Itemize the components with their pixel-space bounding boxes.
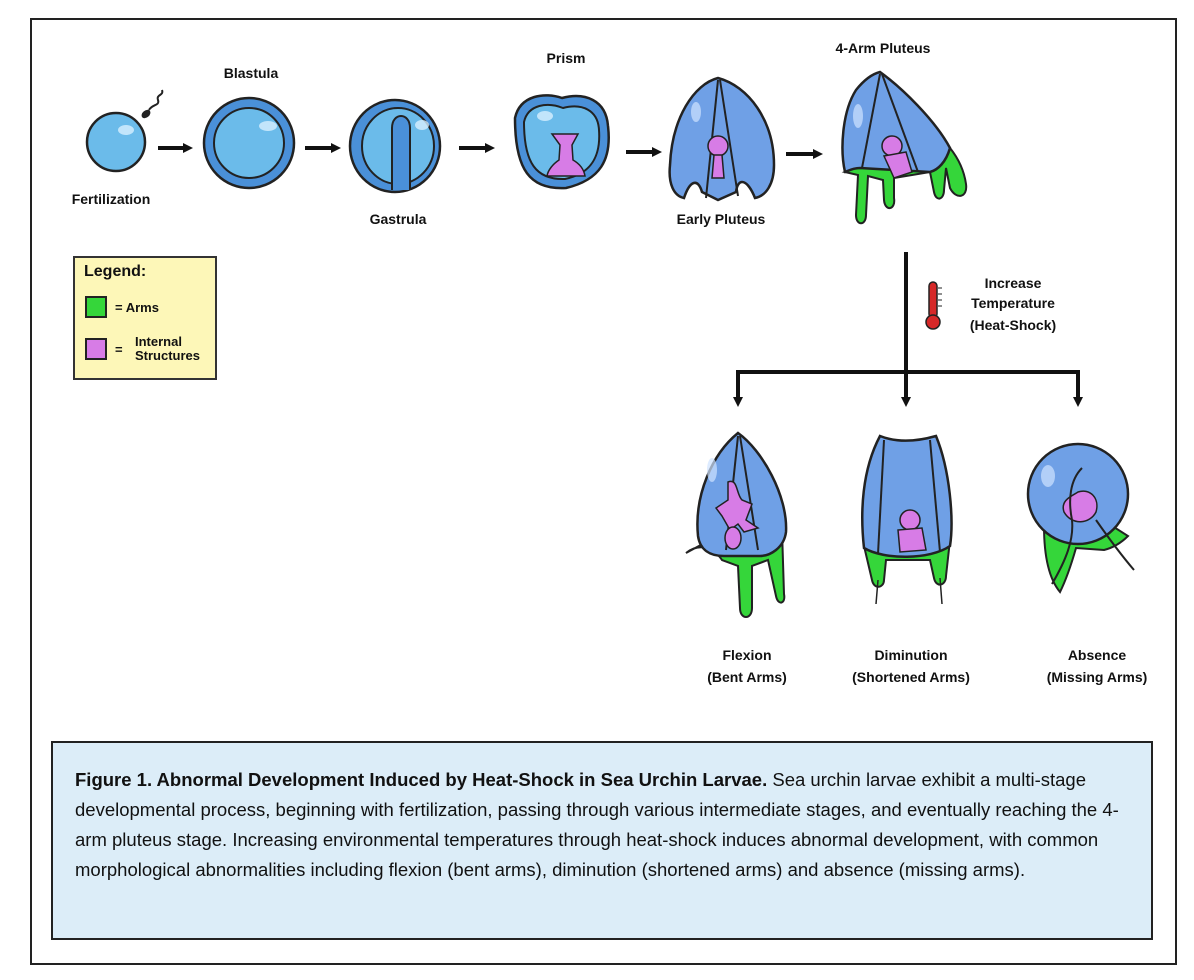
legend-internal-line2: Structures: [135, 348, 201, 363]
label-fertilization: Fertilization: [72, 191, 151, 207]
early-pluteus-illustration: [668, 76, 776, 202]
legend-internal-swatch: [85, 338, 107, 360]
gastrula-illustration: [348, 98, 442, 194]
sperm-illustration: [141, 89, 164, 119]
heat-shock-label-line2: Temperature: [971, 295, 1055, 311]
label-four-arm-pluteus: 4-Arm Pluteus: [836, 40, 931, 56]
label-flexion-desc: (Bent Arms): [707, 669, 787, 685]
label-gastrula: Gastrula: [370, 211, 427, 227]
flexion-larva-illustration: [685, 431, 788, 618]
prism-illustration: [513, 94, 610, 190]
blastula-illustration: [202, 96, 296, 190]
label-absence-desc: (Missing Arms): [1047, 669, 1148, 685]
absence-larva-illustration: [1026, 442, 1135, 594]
legend-arms-label: = Arms: [115, 300, 159, 315]
legend-internal-eq: =: [115, 342, 123, 357]
label-prism: Prism: [547, 50, 586, 66]
caption-title: Figure 1. Abnormal Development Induced b…: [75, 769, 768, 790]
legend-arms-swatch: [85, 296, 107, 318]
legend-title: Legend:: [84, 263, 147, 280]
heat-shock-label-line3: (Heat-Shock): [970, 317, 1056, 333]
heat-shock-label-line1: Increase: [985, 275, 1042, 291]
figure-caption: Figure 1. Abnormal Development Induced b…: [51, 741, 1153, 940]
label-diminution: Diminution: [874, 647, 947, 663]
legend-box: Legend: = Arms = Internal Structures: [73, 256, 217, 380]
heat-shock-branch-arrows: [733, 252, 1083, 407]
four-arm-pluteus-illustration: [841, 70, 968, 225]
label-blastula: Blastula: [224, 65, 279, 81]
label-flexion: Flexion: [722, 647, 771, 663]
thermometer-icon: [925, 281, 942, 330]
caption-body: Sea urchin larvae exhibit a multi-stage …: [75, 769, 1119, 880]
egg-cell-illustration: [85, 111, 147, 173]
label-absence: Absence: [1068, 647, 1127, 663]
label-diminution-desc: (Shortened Arms): [852, 669, 970, 685]
label-early-pluteus: Early Pluteus: [677, 211, 766, 227]
diminution-larva-illustration: [861, 434, 953, 605]
legend-internal-line1: Internal: [135, 334, 182, 349]
